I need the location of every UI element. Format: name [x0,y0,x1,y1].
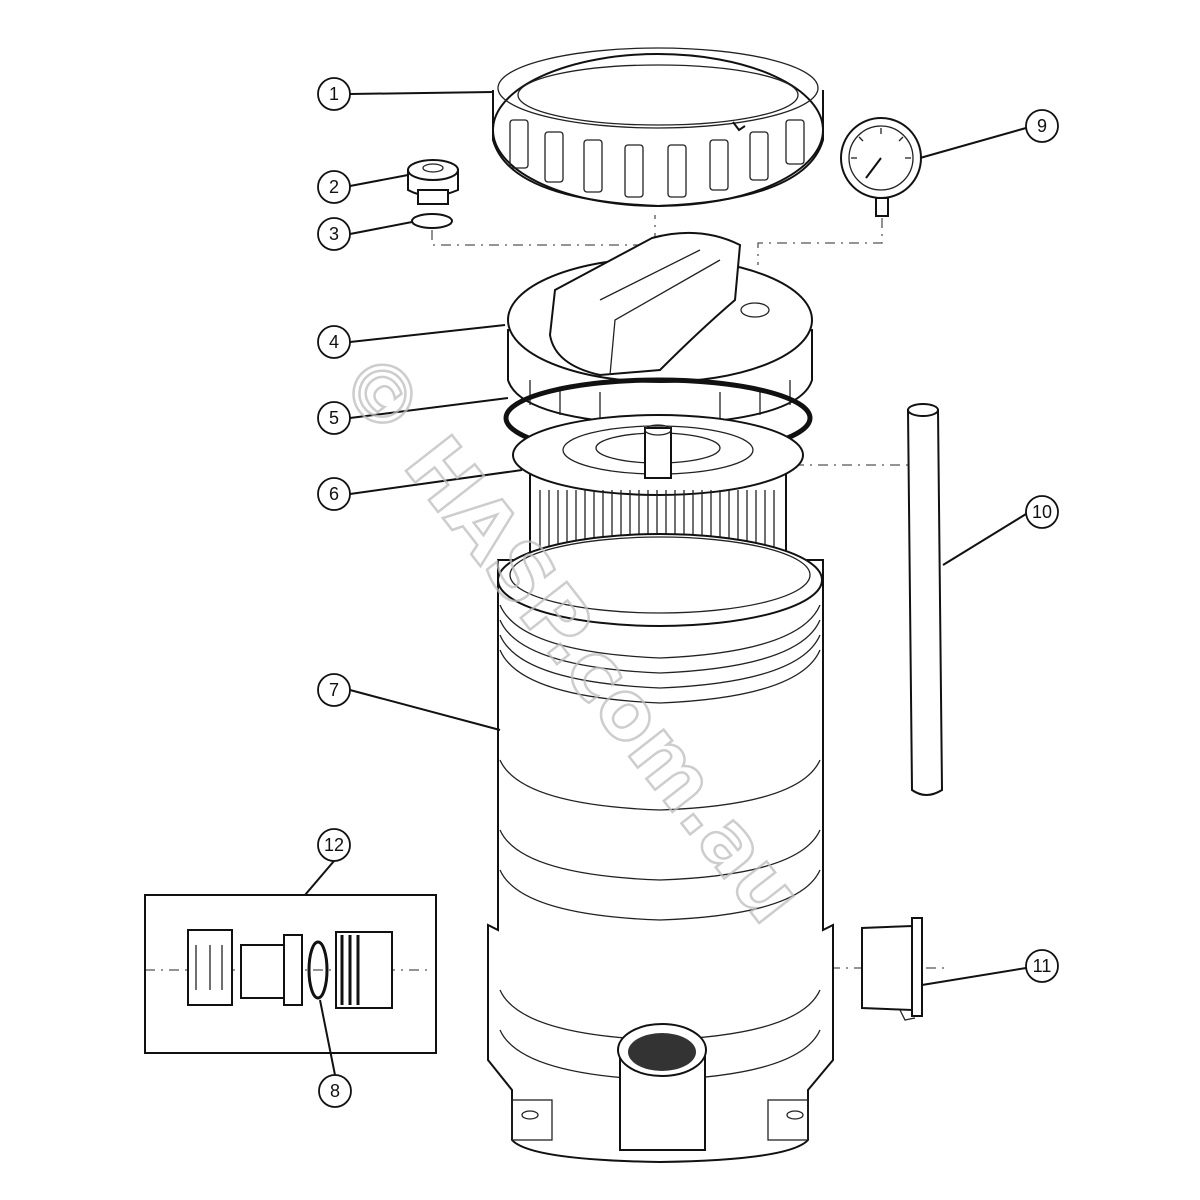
callout-8: 8 [318,1074,352,1108]
callout-2-label: 2 [329,177,339,197]
filter-tank-body [487,533,834,1164]
adapter-fitting [861,917,923,1021]
callout-12: 12 [317,828,351,862]
callout-7: 7 [317,673,351,707]
air-relief-valve [407,159,459,205]
small-o-ring [411,213,453,229]
callout-6-label: 6 [329,484,339,504]
callout-9: 9 [1025,109,1059,143]
filter-lid [507,231,813,427]
callout-7-label: 7 [329,680,339,700]
callout-1-label: 1 [329,84,339,104]
union-assembly-box [144,894,437,1054]
callout-8-label: 8 [330,1081,340,1101]
callout-9-label: 9 [1037,116,1047,136]
callout-3-label: 3 [329,224,339,244]
leader-lines [304,91,1027,1076]
callout-5-label: 5 [329,408,339,428]
callout-6: 6 [317,477,351,511]
callout-4-label: 4 [329,332,339,352]
callout-10-label: 10 [1032,502,1052,522]
callout-4: 4 [317,325,351,359]
callout-5: 5 [317,401,351,435]
callout-1: 1 [317,77,351,111]
pressure-gauge [840,117,922,217]
callout-11-label: 11 [1033,956,1052,976]
callout-10: 10 [1025,495,1059,529]
callout-3: 3 [317,217,351,251]
center-rod [906,403,944,796]
callout-12-label: 12 [324,835,344,855]
callout-2: 2 [317,170,351,204]
callout-11: 11 [1025,949,1059,983]
lock-ring [492,47,824,208]
